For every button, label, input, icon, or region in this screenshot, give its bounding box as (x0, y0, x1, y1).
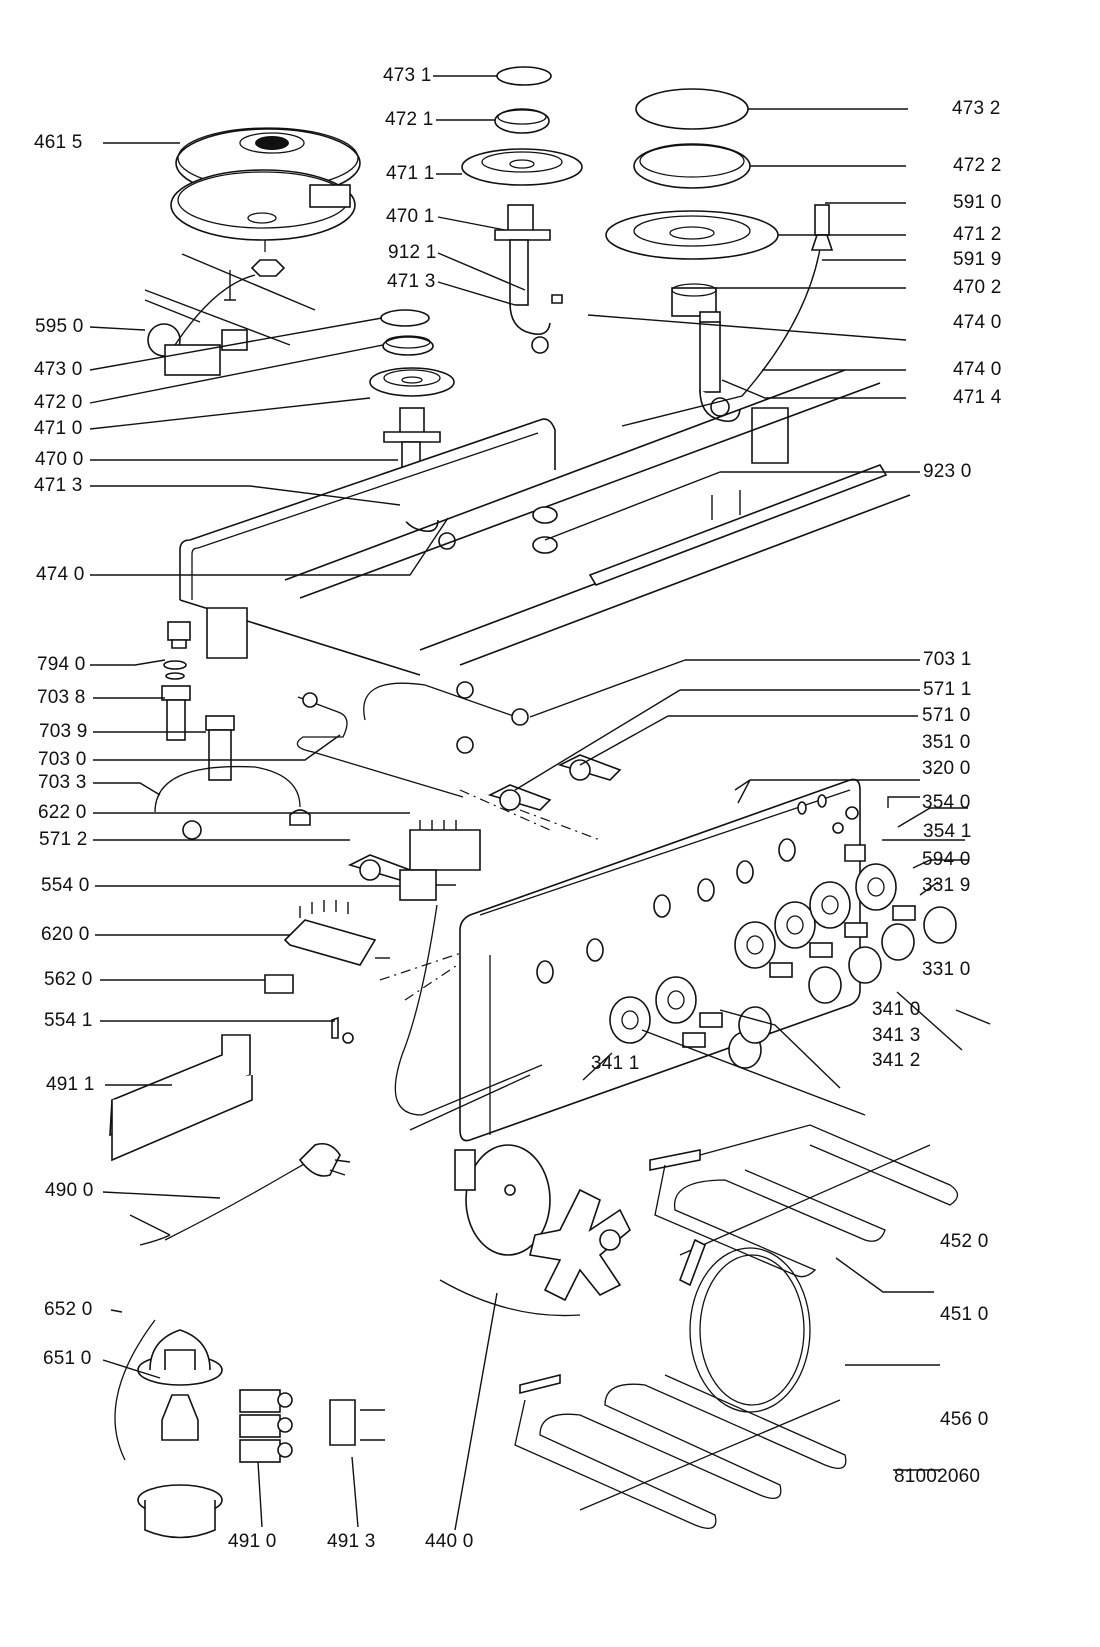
callout-562-0: 562 0 (44, 969, 93, 990)
callout-472-1: 472 1 (385, 109, 434, 130)
hotplate-461-5 (170, 127, 361, 277)
callout-620-0: 620 0 (41, 924, 90, 945)
callout-652-0: 652 0 (44, 1299, 93, 1320)
callout-473-0: 473 0 (34, 359, 83, 380)
callout-473-1: 473 1 (383, 65, 432, 86)
callout-703-9: 703 9 (39, 721, 88, 742)
callout-554-0: 554 0 (41, 875, 90, 896)
oven-lamp-assembly (114, 1319, 223, 1539)
callout-331-0: 331 0 (922, 959, 971, 980)
leader-lines (89, 75, 991, 1531)
callout-794-0: 794 0 (37, 654, 86, 675)
callout-451-0: 451 0 (940, 1304, 989, 1325)
gas-inlet-fittings (161, 660, 235, 781)
thermostat-capillary (394, 904, 543, 1131)
callout-703-0: 703 0 (38, 749, 87, 770)
callout-491-1: 491 1 (46, 1074, 95, 1095)
callout-471-1: 471 1 (386, 163, 435, 184)
callout-440-0: 440 0 (425, 1531, 474, 1552)
callout-571-1: 571 1 (923, 679, 972, 700)
callout-554-1: 554 1 (44, 1010, 93, 1031)
callout-341-2: 341 2 (872, 1050, 921, 1071)
callout-571-2: 571 2 (39, 829, 88, 850)
knobs-and-bezels (609, 863, 957, 1069)
callout-471-4: 471 4 (953, 387, 1002, 408)
callout-474-0-upper-right: 474 0 (953, 312, 1002, 333)
callout-595-0: 595 0 (35, 316, 84, 337)
callout-472-2: 472 2 (953, 155, 1002, 176)
callout-472-0: 472 0 (34, 392, 83, 413)
callout-912-1: 912 1 (388, 242, 437, 263)
gas-manifold-frame (167, 369, 911, 676)
callout-491-3: 491 3 (327, 1531, 376, 1552)
cable-bracket-491-1 (109, 1034, 253, 1162)
callout-622-0: 622 0 (38, 802, 87, 823)
callout-703-8: 703 8 (37, 687, 86, 708)
burner-center-small (461, 66, 583, 354)
callout-471-2: 471 2 (953, 224, 1002, 245)
callout-490-0: 490 0 (45, 1180, 94, 1201)
callout-351-0: 351 0 (922, 732, 971, 753)
burner-right-large (605, 88, 834, 464)
callout-456-0: 456 0 (940, 1409, 989, 1430)
drawing-number: 81002060 (894, 1466, 981, 1487)
callout-591-9: 591 9 (953, 249, 1002, 270)
callout-461-5: 461 5 (34, 132, 83, 153)
callout-703-3: 703 3 (38, 772, 87, 793)
callout-591-0: 591 0 (953, 192, 1002, 213)
callout-471-0: 471 0 (34, 418, 83, 439)
gas-pipes (154, 681, 529, 840)
callout-923-0: 923 0 (923, 461, 972, 482)
power-cord-490-0 (129, 1142, 351, 1246)
ignition-unit-595-0 (144, 253, 316, 376)
callout-474-0-lower-right: 474 0 (953, 359, 1002, 380)
callout-452-0: 452 0 (940, 1231, 989, 1252)
circular-element-451-0 (678, 1238, 811, 1413)
callout-354-1: 354 1 (923, 821, 972, 842)
callout-341-3: 341 3 (872, 1025, 921, 1046)
callout-470-0: 470 0 (35, 449, 84, 470)
callout-320-0: 320 0 (922, 758, 971, 779)
callout-470-1: 470 1 (386, 206, 435, 227)
controls-valves (264, 754, 622, 1044)
callout-341-1: 341 1 (591, 1053, 640, 1074)
callout-354-0: 354 0 (922, 792, 971, 813)
bottom-element-456-0 (514, 1373, 847, 1529)
callout-651-0: 651 0 (43, 1348, 92, 1369)
terminal-block (239, 1389, 385, 1463)
callout-470-2: 470 2 (953, 277, 1002, 298)
callout-703-1: 703 1 (923, 649, 972, 670)
fan-motor-440-0 (439, 1144, 631, 1317)
callout-471-3-lower: 471 3 (34, 475, 83, 496)
callout-341-0: 341 0 (872, 999, 921, 1020)
control-panel-320-0 (459, 778, 866, 1142)
callout-491-0: 491 0 (228, 1531, 277, 1552)
callout-474-0-left: 474 0 (36, 564, 85, 585)
callout-471-3-upper: 471 3 (387, 271, 436, 292)
callout-331-9: 331 9 (922, 875, 971, 896)
grill-element-452-0 (649, 1124, 959, 1278)
callout-594-0: 594 0 (922, 849, 971, 870)
callout-473-2: 473 2 (952, 98, 1001, 119)
callout-571-0: 571 0 (922, 705, 971, 726)
